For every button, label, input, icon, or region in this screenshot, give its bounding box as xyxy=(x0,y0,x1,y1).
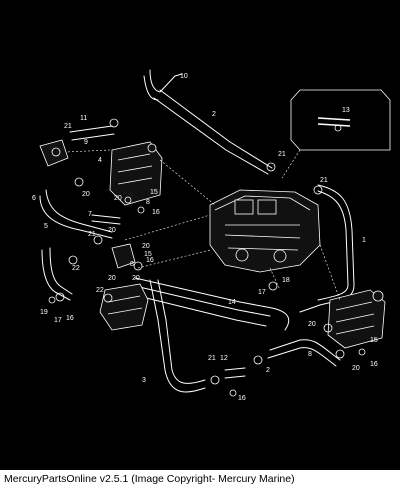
callout-22: 22 xyxy=(72,265,80,272)
hose-8 xyxy=(269,339,341,361)
callout-8: 8 xyxy=(308,351,312,358)
image-credit: MercuryPartsOnline v2.5.1 (Image Copyrig… xyxy=(4,473,295,485)
callout-17: 17 xyxy=(54,317,62,324)
hose-11-inner xyxy=(71,133,115,141)
clamps xyxy=(48,118,366,397)
hose-2 xyxy=(159,89,273,169)
callout-21: 21 xyxy=(208,355,216,362)
callout-15: 15 xyxy=(150,189,158,196)
callout-6: 6 xyxy=(32,195,36,202)
callout-10: 10 xyxy=(180,73,188,80)
hose-3-inner xyxy=(157,279,206,384)
hose-10 xyxy=(149,69,183,93)
callout-21: 21 xyxy=(320,177,328,184)
left-lower-manifold xyxy=(99,283,149,331)
callout-16: 16 xyxy=(370,361,378,368)
exploded-view-drawing: 10 11 21 9 2 13 21 21 4 20 15 16 8 20 6 … xyxy=(32,69,391,402)
callout-15: 15 xyxy=(144,251,152,258)
callout-16: 16 xyxy=(146,257,154,264)
hose-12-inner xyxy=(224,375,246,379)
callout-21: 21 xyxy=(88,231,96,238)
left-manifold xyxy=(109,141,163,206)
hose-6-inner xyxy=(45,189,113,233)
callout-20: 20 xyxy=(82,191,90,198)
hose-12 xyxy=(224,367,246,371)
callout-9: 9 xyxy=(84,139,88,146)
callout-13: 13 xyxy=(342,107,350,114)
callout-22: 22 xyxy=(96,287,104,294)
callout-20: 20 xyxy=(108,275,116,282)
hose-5 xyxy=(41,249,71,301)
callout-5: 5 xyxy=(44,223,48,230)
hose-7 xyxy=(91,214,121,219)
callout-8: 8 xyxy=(146,199,150,206)
callout-2: 2 xyxy=(212,111,216,118)
callout-19: 19 xyxy=(40,309,48,316)
hose-7-inner xyxy=(91,220,121,225)
hose-10-inner xyxy=(143,75,159,101)
callout-3: 3 xyxy=(142,377,146,384)
center-fitting xyxy=(111,243,136,269)
callout-16: 16 xyxy=(238,395,246,402)
callout-16: 16 xyxy=(66,315,74,322)
callout-11: 11 xyxy=(80,115,87,122)
callout-8: 8 xyxy=(130,261,134,268)
callout-2: 2 xyxy=(266,367,270,374)
callout-20: 20 xyxy=(142,243,150,250)
engine-block xyxy=(209,189,321,273)
right-manifold xyxy=(327,289,386,349)
callout-21: 21 xyxy=(278,151,286,158)
callout-21: 21 xyxy=(64,123,72,130)
callouts: 10 11 21 9 2 13 21 21 4 20 15 16 8 20 6 … xyxy=(32,73,378,402)
left-elbow xyxy=(39,139,69,167)
hose-3 xyxy=(149,279,206,393)
callout-15: 15 xyxy=(370,337,378,344)
hose-5-inner xyxy=(49,247,73,295)
callout-20: 20 xyxy=(308,321,316,328)
callout-1: 1 xyxy=(362,237,366,244)
callout-14: 14 xyxy=(228,299,236,306)
hose-8-inner xyxy=(267,347,337,367)
callout-7: 7 xyxy=(88,211,92,218)
hose-2-inner xyxy=(153,97,269,175)
hose-14 xyxy=(134,277,290,331)
inset-box-item-13 xyxy=(290,89,391,151)
hose-14-inner xyxy=(134,285,271,317)
callout-12: 12 xyxy=(220,355,228,362)
callout-20: 20 xyxy=(132,275,140,282)
callout-20: 20 xyxy=(108,227,116,234)
callout-16: 16 xyxy=(152,209,160,216)
hose-1-inner xyxy=(317,190,349,301)
callout-17: 17 xyxy=(258,289,266,296)
inset-leader xyxy=(281,149,301,179)
leader-lines xyxy=(65,149,341,301)
callout-20: 20 xyxy=(114,195,122,202)
hose-6 xyxy=(39,195,113,239)
hose-11 xyxy=(69,125,113,133)
callout-4: 4 xyxy=(98,157,102,164)
parts-diagram: 10 11 21 9 2 13 21 21 4 20 15 16 8 20 6 … xyxy=(0,0,400,470)
hose-14-b xyxy=(129,293,267,327)
callout-18: 18 xyxy=(282,277,290,284)
callout-20: 20 xyxy=(352,365,360,372)
